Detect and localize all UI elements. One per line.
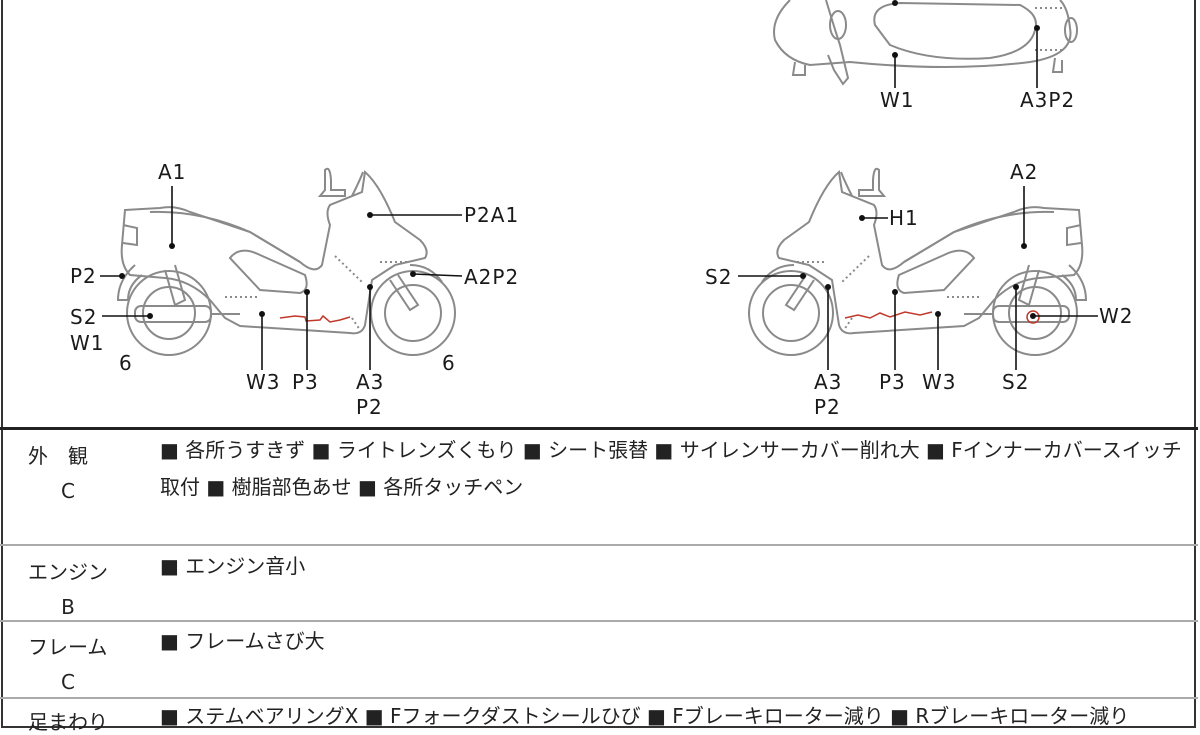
damage-code-label: A3P2 <box>1020 88 1076 112</box>
tire-grade-label: 6 <box>119 351 133 375</box>
damage-code-label: A2 <box>1010 160 1039 184</box>
row-divider <box>0 620 1198 622</box>
row-label-exterior: 外 観 C <box>28 440 118 503</box>
category-name: フレーム <box>28 635 108 659</box>
scooter-top-view-drawing <box>773 0 1078 86</box>
category-grade: C <box>61 479 75 503</box>
damage-code-label: P2A1 <box>464 203 520 227</box>
damage-mark-right <box>844 311 933 319</box>
damage-code-label: W3 <box>922 370 957 394</box>
damage-code-label: P2 <box>814 395 841 419</box>
damage-mark-left <box>279 314 351 323</box>
damage-code-label: H1 <box>889 206 919 230</box>
table-top-border <box>0 427 1198 430</box>
damage-code-label: A2P2 <box>464 265 520 289</box>
damage-code-label: A3 <box>356 370 385 394</box>
damage-mark-wheel <box>1026 310 1040 324</box>
vehicle-diagram <box>100 0 1098 370</box>
damage-code-label: W1 <box>70 331 105 355</box>
row-content-suspension: ■ ステムベアリングX ■ Fフォークダストシールひび ■ Fブレーキローター減… <box>160 704 1130 728</box>
damage-code-label: W1 <box>880 88 915 112</box>
damage-code-label: A3 <box>814 370 843 394</box>
category-name: エンジン <box>28 560 108 584</box>
damage-code-label: P2 <box>70 264 97 288</box>
damage-code-label: W3 <box>246 370 281 394</box>
scooter-left-side-drawing <box>117 167 456 356</box>
tire-grade-label: 6 <box>442 351 456 375</box>
damage-code-label: S2 <box>1002 370 1030 394</box>
damage-code-label: W2 <box>1099 304 1134 328</box>
damage-code-label: P3 <box>292 370 319 394</box>
row-divider <box>0 544 1198 546</box>
row-content-frame: ■ フレームさび大 <box>160 629 325 653</box>
row-label-suspension: 足まわり <box>28 706 118 735</box>
damage-code-label: A1 <box>158 160 187 184</box>
row-content-engine: ■ エンジン音小 <box>160 554 306 578</box>
damage-code-label: P3 <box>879 370 906 394</box>
damage-code-label: P2 <box>356 395 383 419</box>
category-grade: B <box>61 595 75 619</box>
damage-code-label: S2 <box>70 305 98 329</box>
row-label-frame: フレーム C <box>28 631 118 694</box>
category-grade: C <box>61 670 75 694</box>
category-name: 外 観 <box>28 444 88 468</box>
row-divider <box>0 697 1198 699</box>
damage-code-label: S2 <box>705 265 733 289</box>
row-content-exterior: ■ 各所うすきず ■ ライトレンズくもり ■ シート張替 ■ サイレンサーカバー… <box>160 438 1182 499</box>
scooter-right-side-drawing <box>748 167 1087 356</box>
category-name: 足まわり <box>28 710 108 734</box>
row-label-engine: エンジン B <box>28 556 118 619</box>
